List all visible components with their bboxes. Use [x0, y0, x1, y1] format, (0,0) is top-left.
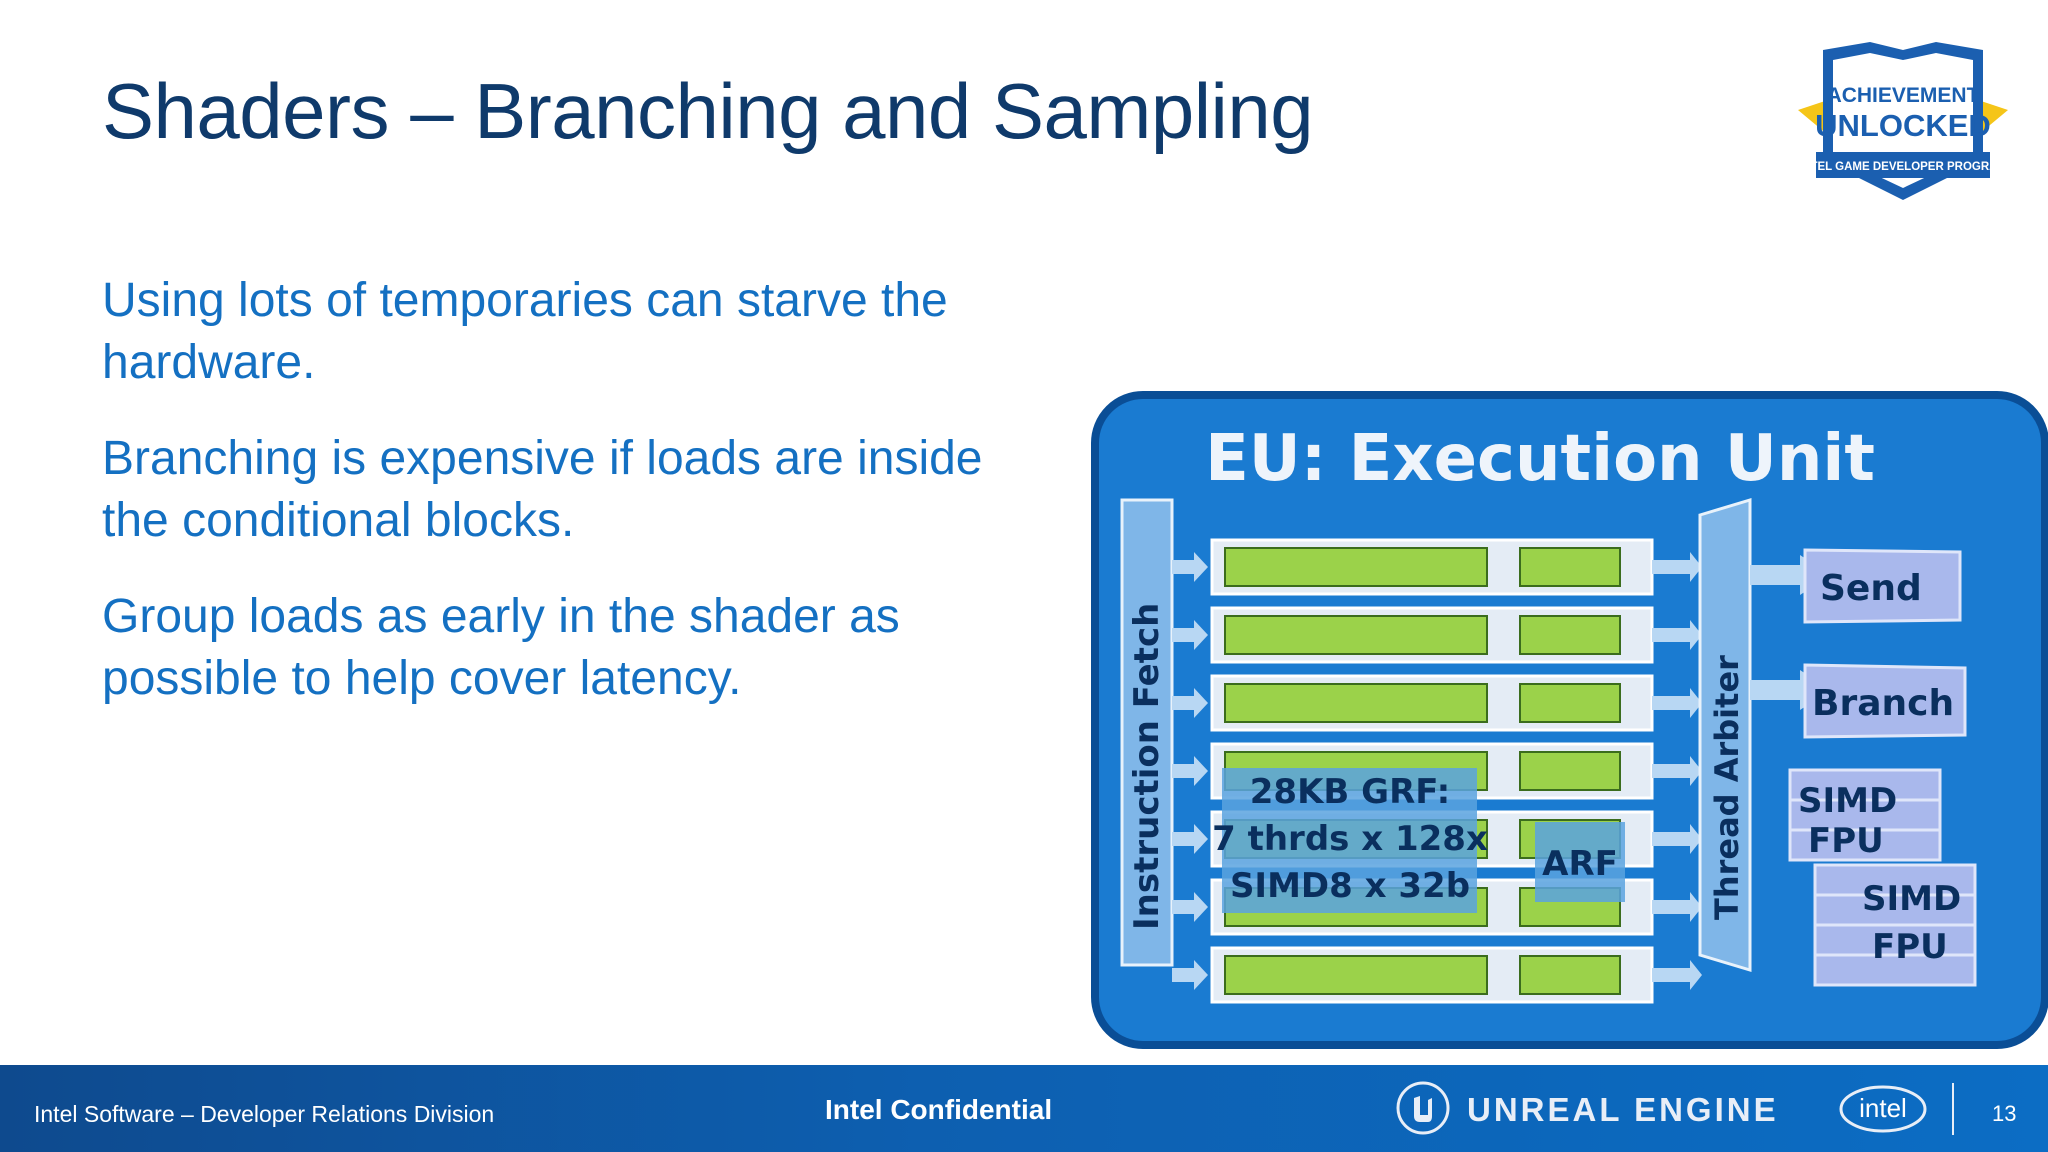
simd-fpu-stack-1: SIMD FPU [1788, 768, 1942, 862]
arf-label: ARF [1542, 844, 1618, 884]
eu-diagram: EU: Execution Unit Instruction Fetch Thr… [1091, 391, 2048, 1049]
unreal-engine-logo-icon [1396, 1081, 1450, 1135]
badge-line1: ACHIEVEMENT [1827, 84, 1980, 107]
fpu-2-label: FPU [1872, 927, 1948, 967]
page-number: 13 [1992, 1101, 2017, 1126]
grf-line2: 7 thrds x 128x [1212, 819, 1488, 859]
grf-line1: 28KB GRF: [1250, 772, 1450, 812]
register-row [1172, 606, 1702, 664]
badge-line2: UNLOCKED [1815, 108, 1991, 143]
instruction-fetch-label: Instruction Fetch [1127, 603, 1167, 930]
bullet-3: Group loads as early in the shader as po… [102, 590, 900, 705]
thread-arbiter-label: Thread Arbiter [1708, 655, 1746, 920]
simd-1-label: SIMD [1798, 781, 1897, 821]
register-row [1172, 946, 1702, 1004]
division-text: Intel Software – Developer Relations Div… [34, 1101, 495, 1127]
unreal-engine-text: UNREAL ENGINE [1467, 1091, 1779, 1128]
badge-line3: INTEL GAME DEVELOPER PROGRAM [1799, 161, 2007, 173]
bullet-list: Using lots of temporaries can starve the… [102, 270, 1062, 744]
simd-2-label: SIMD [1862, 879, 1961, 919]
diagram-title: EU: Execution Unit [1205, 422, 1875, 496]
intel-logo-icon: intel [1839, 1085, 1927, 1133]
achievement-unlocked-badge: ACHIEVEMENT UNLOCKED INTEL GAME DEVELOPE… [1798, 42, 2008, 200]
fpu-1-label: FPU [1808, 821, 1884, 861]
branch-label: Branch [1812, 683, 1954, 724]
intel-logo-text: intel [1859, 1093, 1907, 1123]
register-row [1172, 674, 1702, 732]
grf-line3: SIMD8 x 32b [1230, 866, 1470, 906]
footer: Intel Software – Developer Relations Div… [0, 1065, 2048, 1152]
send-label: Send [1820, 568, 1922, 609]
simd-fpu-stack-2: SIMD FPU [1813, 863, 1977, 987]
footer-separator [1952, 1083, 1954, 1135]
slide-title: Shaders – Branching and Sampling [102, 67, 1314, 155]
confidential-text: Intel Confidential [825, 1094, 1053, 1125]
bullet-1: Using lots of temporaries can starve the… [102, 274, 948, 389]
register-row [1172, 538, 1702, 596]
bullet-2: Branching is expensive if loads are insi… [102, 432, 983, 547]
